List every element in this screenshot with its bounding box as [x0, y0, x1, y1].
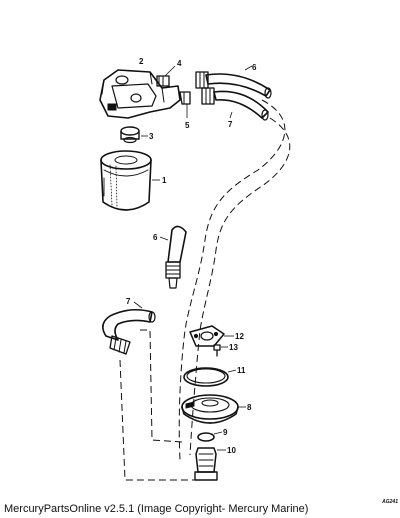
callout-1: 1	[162, 176, 167, 185]
part-5-fitting	[179, 91, 191, 118]
part-6-hose-lower	[159, 225, 187, 289]
callout-13: 13	[229, 343, 238, 352]
part-10-threaded-fitting	[194, 447, 226, 481]
callout-6-upper: 6	[252, 63, 257, 72]
part-7-hose-upper	[201, 87, 269, 121]
part-2-filter-bracket	[99, 69, 181, 119]
part-8-adapter-plate	[181, 394, 246, 424]
part-13-screw	[213, 344, 228, 357]
part-9-o-ring	[197, 431, 223, 442]
part-3-fitting	[120, 126, 148, 144]
part-7-hose-lower	[102, 301, 156, 355]
callout-6-lower: 6	[153, 233, 158, 242]
exploded-parts-diagram: 1 2 3 4 5 6 6 7 7 8 9 10 11 12 13	[99, 57, 291, 481]
callout-5: 5	[185, 121, 190, 130]
callout-3: 3	[149, 132, 154, 141]
part-4-fitting	[156, 65, 176, 87]
callout-11: 11	[237, 366, 246, 375]
hose-routing-lines	[119, 99, 291, 481]
callout-labels: 1 2 3 4 5 6 6 7 7 8 9 10 11 12 13	[126, 57, 257, 455]
callout-8: 8	[247, 403, 252, 412]
drawing-code: AG241	[382, 499, 398, 505]
image-caption: MercuryPartsOnline v2.5.1 (Image Copyrig…	[4, 503, 309, 515]
part-1-oil-filter	[100, 150, 160, 211]
callout-12: 12	[235, 332, 244, 341]
callout-10: 10	[227, 446, 236, 455]
callout-7-upper: 7	[228, 120, 233, 129]
part-11-gasket	[183, 367, 237, 387]
part-12-cover	[189, 325, 234, 347]
callout-4: 4	[177, 59, 182, 68]
callout-7-lower: 7	[126, 297, 131, 306]
callout-2: 2	[139, 57, 144, 66]
callout-9: 9	[223, 428, 228, 437]
